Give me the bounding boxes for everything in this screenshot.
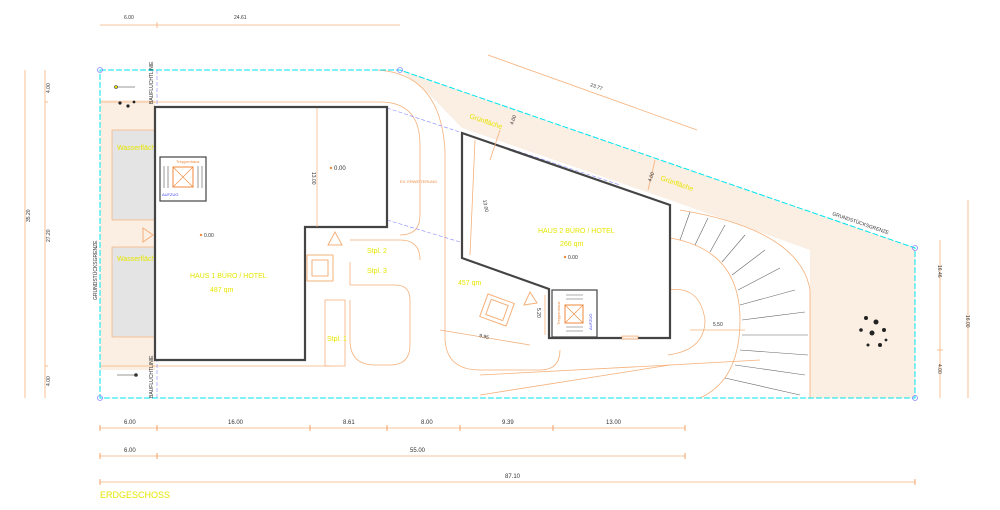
dim-row3-1: 87.10	[505, 474, 521, 480]
parking-2-label: Stpl. 2	[367, 248, 387, 255]
stair-label-1: Treppenhaus	[176, 159, 199, 164]
dim-court: 9.95	[479, 333, 490, 341]
dim-row1-2: 16.00	[228, 420, 244, 426]
building-2-stair: Treppenhaus AUFZUG	[551, 289, 598, 338]
tree-icon	[859, 316, 888, 347]
dim-row1-4: 8.00	[421, 420, 433, 426]
dim-right-outer: 16.00	[964, 315, 970, 328]
tree-icon	[118, 100, 136, 108]
dim-right-inner: 16.46	[936, 265, 942, 278]
dim-diagonal: 23.77	[589, 82, 603, 92]
lift-label-1: AUFZUG	[162, 192, 178, 197]
entry-arrow-icons	[114, 85, 138, 377]
dim-row1-6: 13.00	[606, 420, 622, 426]
dim-left-bottom: 4.00	[46, 376, 52, 386]
dim-right-bottom: 4.00	[936, 364, 942, 374]
dim-building-2-setback-2: 4.00	[647, 171, 656, 182]
skylight-2	[479, 293, 515, 327]
water-area-2	[111, 246, 158, 338]
building-2-walls	[460, 131, 672, 340]
triangle-marker-icon	[327, 230, 343, 246]
dim-building-2-setback-1: 4.00	[509, 114, 518, 125]
entrance-arrow-icon	[142, 227, 154, 243]
extension-label: EV. ERWEITERUNG	[400, 179, 437, 184]
dim-row2-1: 6.00	[124, 448, 136, 454]
skylight	[306, 254, 334, 282]
dim-left-top: 4.00	[46, 83, 52, 93]
plot-boundary-label-left: GRUNDSTÜCKSGRENZE	[92, 240, 99, 300]
building-1-name: HAUS 1 BÜRO / HOTEL	[190, 272, 267, 280]
dim-row1-5: 9.39	[502, 420, 514, 426]
courtyard-area-label: 457 qm	[458, 280, 482, 287]
dimension-lines	[24, 22, 969, 483]
building-2-door	[621, 335, 639, 340]
parking-fan	[679, 211, 809, 396]
water-label-2: Wasserfläche	[117, 256, 159, 263]
building-2-area: 266 qm	[560, 241, 584, 248]
dim-left-outer: 35.20	[26, 209, 32, 222]
floor-title: ERDGESCHOSS	[100, 490, 170, 500]
water-label-1: Wasserfläche	[117, 145, 159, 152]
dim-stair-2: 5.20	[535, 308, 541, 318]
dim-top-1: 6.00	[124, 15, 134, 21]
boundary-corner-markers	[97, 67, 918, 401]
dim-row2-2: 55.00	[410, 448, 426, 454]
parking-3-label: Stpl. 3	[367, 268, 387, 275]
building-line-label-top: BAUFLUCHTLINIE	[149, 61, 155, 104]
dimension-ticks	[99, 425, 916, 485]
building-1-area: 487 qm	[210, 287, 234, 294]
green-area-top	[400, 70, 915, 398]
building-1-stair: Treppenhaus AUFZUG	[159, 156, 207, 202]
dim-ramp: 5.50	[713, 322, 723, 328]
level-marker-icon	[199, 233, 203, 237]
level-marker-icon	[329, 166, 333, 170]
building-line-label-bottom: BAUFLUCHTLINIE	[149, 355, 155, 398]
lift-label-2: AUFZUG	[588, 314, 593, 330]
paving-outlines	[100, 69, 811, 399]
building-1-walls	[153, 105, 389, 362]
dim-left-inner: 27.20	[46, 229, 52, 242]
dim-row1-1: 6.00	[124, 420, 136, 426]
building-2-level: 0.00	[568, 255, 578, 261]
dim-building-2-depth: 13.00	[481, 199, 489, 213]
triangle-marker-icon	[523, 290, 538, 306]
stair-label-2: Treppenhaus	[556, 302, 561, 325]
dim-top-2: 24.61	[234, 15, 247, 21]
parking-1-label: Stpl. 1	[327, 336, 347, 343]
building-1-depth: 13.00	[310, 172, 316, 185]
building-1-level-2: 0.00	[204, 233, 214, 239]
water-area-1	[111, 129, 158, 221]
building-1-level: 0.00	[334, 166, 346, 172]
plot-boundary	[99, 69, 916, 399]
building-2-name: HAUS 2 BÜRO / HOTEL	[538, 227, 615, 235]
level-marker-icon	[563, 255, 567, 259]
dim-row1-3: 8.61	[343, 420, 355, 426]
